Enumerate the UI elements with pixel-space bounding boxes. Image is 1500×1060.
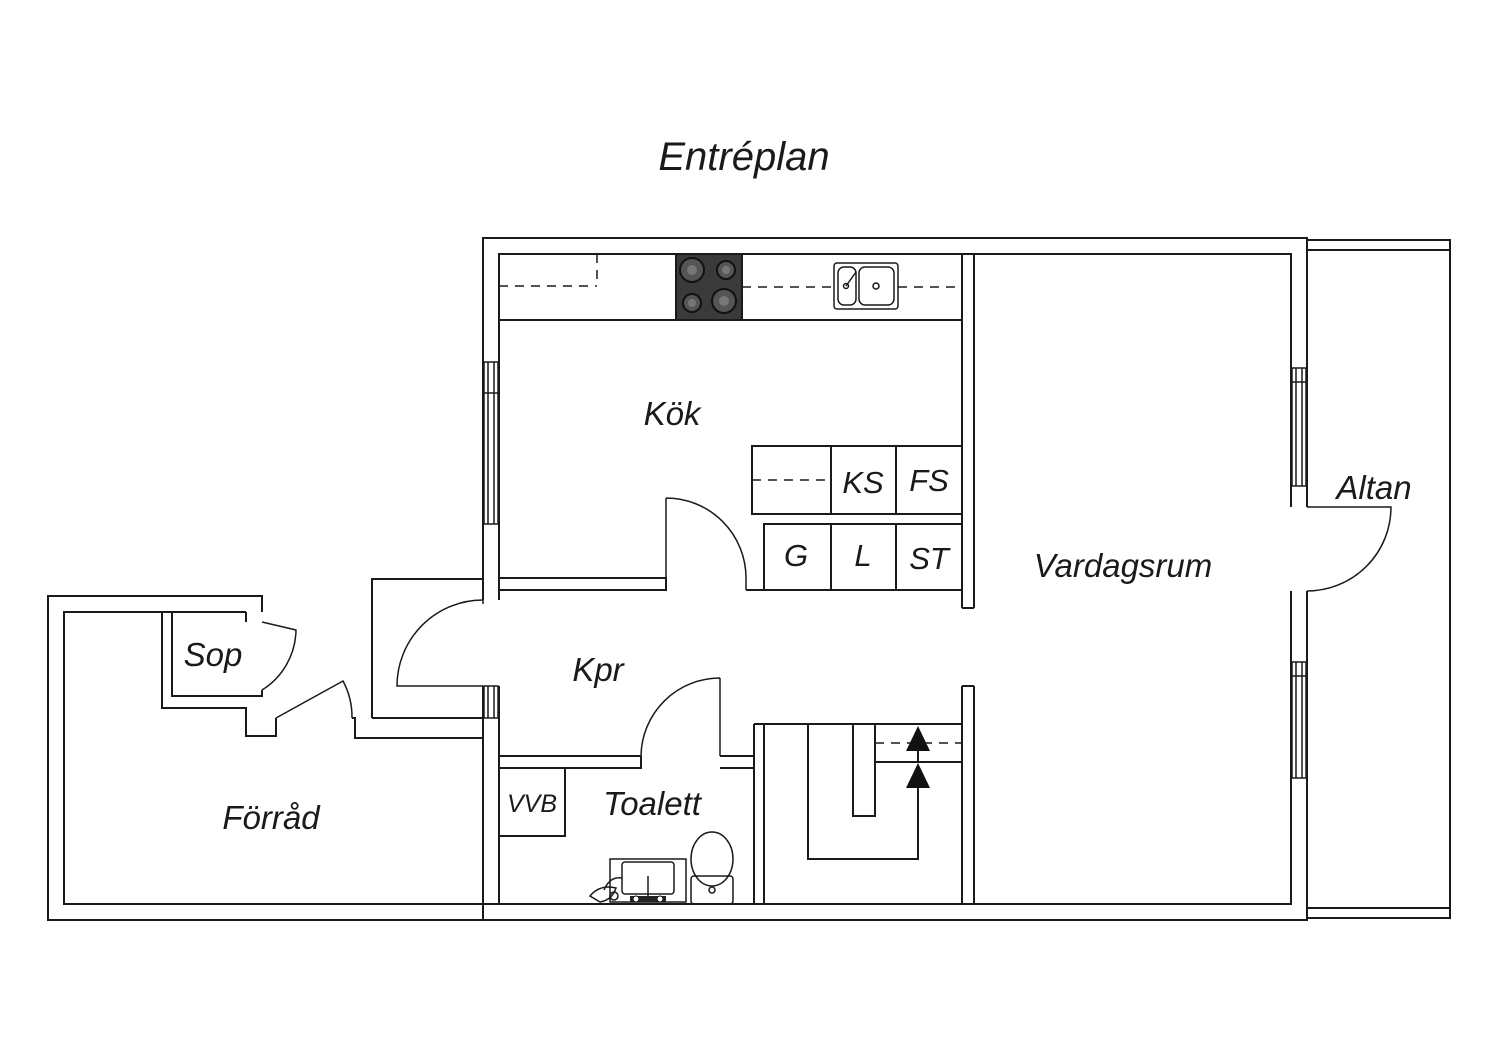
room-label-storage: Förråd: [222, 799, 321, 836]
room-label-living-room: Vardagsrum: [1034, 547, 1213, 584]
doors: [261, 497, 1392, 757]
room-label-waste: Sop: [184, 636, 243, 673]
st-label: ST: [909, 541, 951, 576]
appliances-block: [751, 445, 963, 591]
freezer-label: FS: [909, 463, 949, 498]
stove-icon: [675, 253, 743, 321]
room-label-hall: Kpr: [572, 651, 625, 688]
water-heater: [498, 767, 566, 837]
windows: [483, 361, 1307, 779]
g-label: G: [784, 538, 808, 573]
interior-walls: [499, 254, 975, 904]
wash-basin-icon: [609, 858, 687, 903]
fridge-label: KS: [842, 465, 884, 500]
room-label-toilet: Toalett: [603, 785, 703, 822]
plan-title: Entréplan: [658, 135, 829, 179]
l-label: L: [854, 538, 871, 573]
toilet-icon: [690, 831, 734, 905]
stairs: [807, 724, 962, 860]
plant-icon: [588, 877, 623, 903]
room-label-deck: Altan: [1334, 469, 1411, 506]
stair-arrow-icon: [906, 726, 930, 788]
walls: [47, 237, 1451, 921]
sink-icon: [833, 262, 899, 310]
room-label-kitchen: Kök: [644, 395, 702, 432]
water-heater-label: VVB: [507, 790, 557, 818]
